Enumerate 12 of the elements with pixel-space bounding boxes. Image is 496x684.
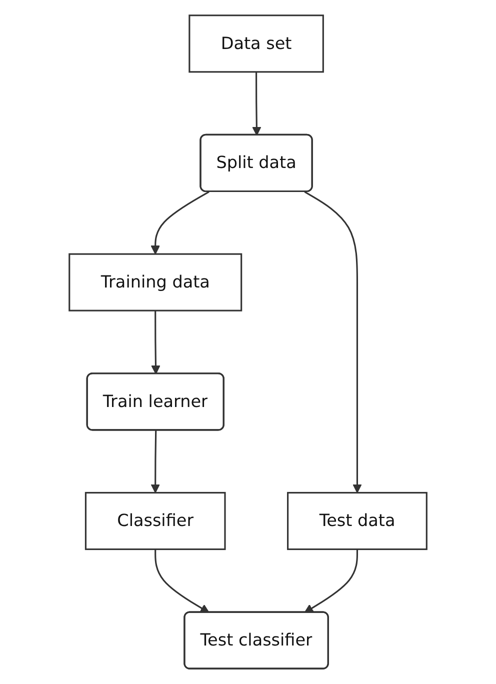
node-box xyxy=(287,492,428,550)
node-box xyxy=(84,492,226,550)
node-box xyxy=(68,253,242,312)
arrow xyxy=(304,191,362,494)
arrow xyxy=(151,310,160,374)
flowchart: Data set Training data Split data Train learner Classifier Test data Test classifier xyxy=(60,7,436,677)
arrow xyxy=(150,191,210,254)
arrow xyxy=(304,549,358,614)
node-box xyxy=(188,14,324,73)
arrow xyxy=(252,72,262,136)
arrow xyxy=(154,549,210,614)
arrow xyxy=(150,430,160,494)
